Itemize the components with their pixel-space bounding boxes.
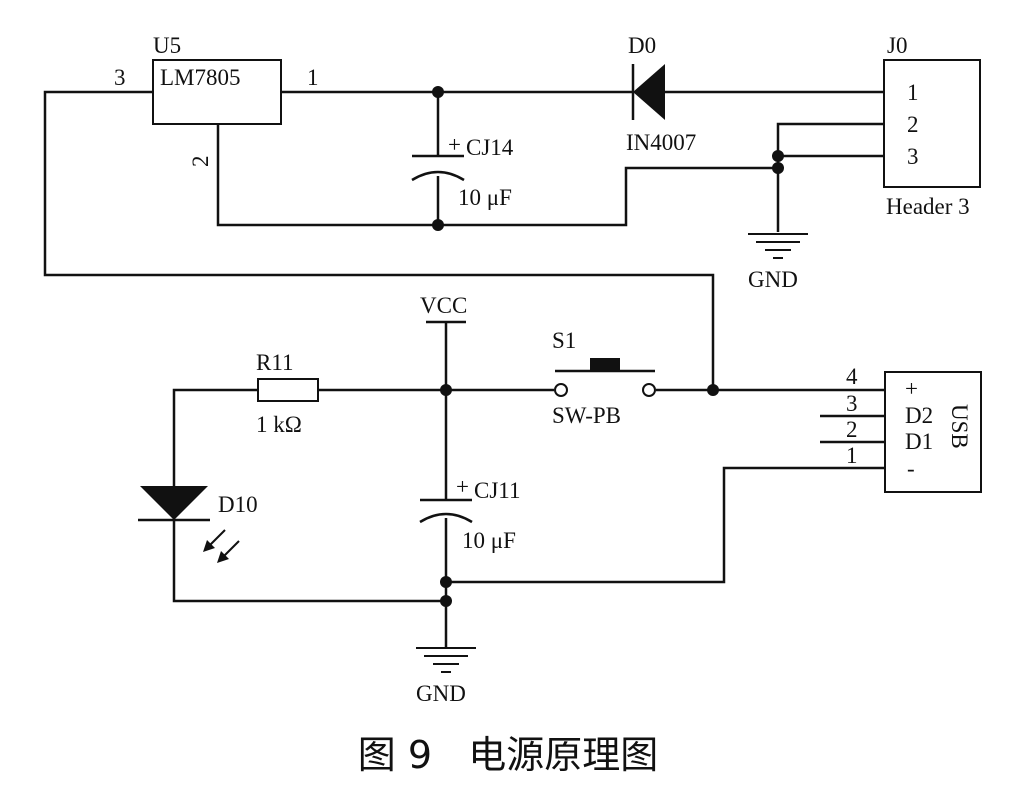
connector-pin-3: 3 xyxy=(907,144,919,169)
junction-j0-gnd xyxy=(772,162,784,174)
bottom-wires xyxy=(172,322,885,648)
cap-value: 10 μF xyxy=(462,528,516,553)
switch-ref: S1 xyxy=(552,328,576,353)
diode-triangle xyxy=(633,64,665,120)
ground-symbol-bottom: GND xyxy=(416,647,476,706)
led-arrowhead-2 xyxy=(217,551,229,563)
switch-s1: S1 SW-PB xyxy=(552,328,656,428)
cap-plate-curved xyxy=(419,512,473,524)
cap-ref: CJ14 xyxy=(466,135,514,160)
usb-pin-name-d1: D1 xyxy=(905,429,933,454)
wire-vin-loop xyxy=(43,90,715,390)
usb-ref: USB xyxy=(947,404,972,449)
diode-value: IN4007 xyxy=(626,130,696,155)
switch-terminal-left xyxy=(554,383,568,397)
wire-led-gnd xyxy=(172,520,446,603)
gnd-label-bottom: GND xyxy=(416,681,466,706)
resistor-ref: R11 xyxy=(256,350,294,375)
cap-value: 10 μF xyxy=(458,185,512,210)
vcc-label: VCC xyxy=(420,293,467,318)
led-triangle xyxy=(140,486,208,520)
diode-d0: D0 IN4007 xyxy=(626,33,696,155)
usb-pin-num-2: 2 xyxy=(846,417,858,442)
usb-body xyxy=(884,371,982,493)
led-arrowhead-1 xyxy=(203,540,215,552)
regulator-pin-gnd: 2 xyxy=(188,156,213,168)
regulator-pin-out: 1 xyxy=(307,65,319,90)
connector-body xyxy=(883,59,981,188)
junction-led-gnd xyxy=(440,595,452,607)
junction-sw-out xyxy=(707,384,719,396)
junction-j0-pin3 xyxy=(772,150,784,162)
connector-pin-1: 1 xyxy=(907,80,919,105)
figure-caption: 图 9 电源原理图 xyxy=(358,733,659,777)
ground-symbol-top: GND xyxy=(748,233,808,292)
regulator-pin-in: 3 xyxy=(114,65,126,90)
led-ref: D10 xyxy=(218,492,258,517)
capacitor-cj11: + CJ11 10 μF xyxy=(419,474,520,553)
diode-ref: D0 xyxy=(628,33,656,58)
wire-usb-minus xyxy=(446,466,885,584)
usb-pin-num-4: 4 xyxy=(846,364,858,389)
regulator-body xyxy=(152,59,282,125)
wire-r11-led xyxy=(172,388,258,486)
resistor-r11: R11 1 kΩ xyxy=(256,350,319,437)
vcc-symbol: VCC xyxy=(420,293,467,324)
cap-polarity: + xyxy=(456,474,469,499)
usb-pin-name-minus: - xyxy=(907,456,915,481)
connector-usb: 4 3 2 1 + D2 D1 - USB xyxy=(846,364,982,493)
connector-value: Header 3 xyxy=(886,194,970,219)
switch-terminal-right xyxy=(642,383,656,397)
resistor-value: 1 kΩ xyxy=(256,412,302,437)
regulator-u5: U5 LM7805 3 1 2 xyxy=(114,33,319,167)
junction-cj14-bot xyxy=(432,219,444,231)
cap-polarity: + xyxy=(448,132,461,157)
junction-cj11-gnd xyxy=(440,576,452,588)
led-d10: D10 xyxy=(138,486,258,563)
gnd-label-top: GND xyxy=(748,267,798,292)
switch-plunger xyxy=(590,358,620,371)
junction-vcc xyxy=(440,384,452,396)
switch-value: SW-PB xyxy=(552,403,621,428)
cap-plate-curved xyxy=(411,170,465,182)
usb-pin-num-1: 1 xyxy=(846,443,858,468)
wire-j0-pin2 xyxy=(776,122,884,232)
regulator-ref: U5 xyxy=(153,33,181,58)
wire-u5-gnd xyxy=(216,124,778,227)
junction-cj14-top xyxy=(432,86,444,98)
cap-ref: CJ11 xyxy=(474,478,520,503)
usb-pin-name-d2: D2 xyxy=(905,403,933,428)
regulator-value: LM7805 xyxy=(160,65,241,90)
connector-j0: J0 1 2 3 Header 3 xyxy=(883,33,981,219)
usb-pin-num-3: 3 xyxy=(846,391,858,416)
top-wires xyxy=(43,90,884,390)
connector-ref: J0 xyxy=(887,33,907,58)
capacitor-cj14: + CJ14 10 μF xyxy=(411,132,514,210)
usb-pin-name-plus: + xyxy=(905,376,918,401)
connector-pin-2: 2 xyxy=(907,112,919,137)
resistor-body xyxy=(257,378,319,402)
